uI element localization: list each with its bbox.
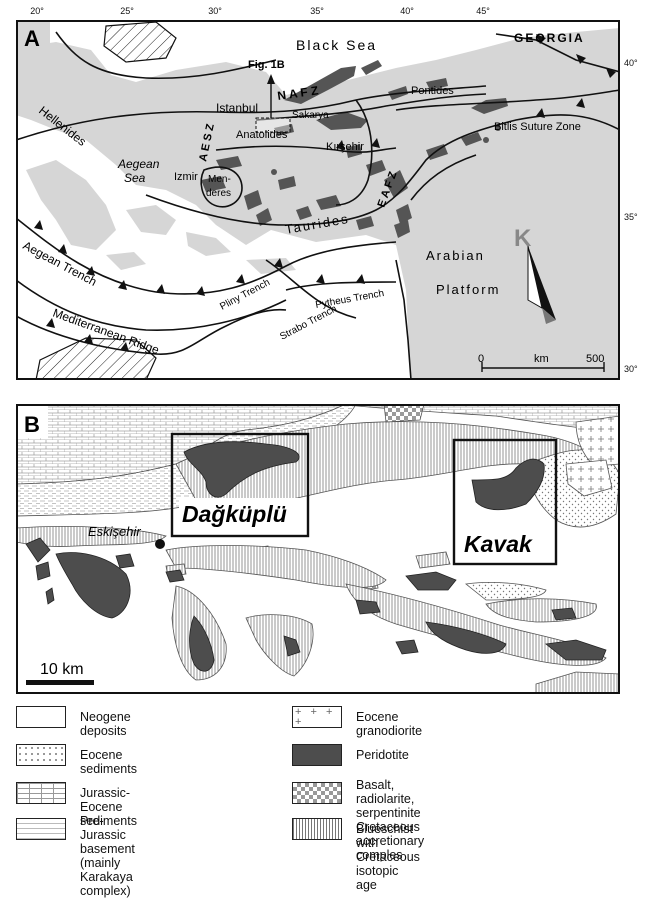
aegean-sea-label-2: Sea — [124, 171, 146, 185]
scale-km: km — [534, 353, 549, 365]
peridotite-swatch — [292, 744, 342, 766]
lat-tick: 40° — [624, 58, 638, 68]
panel-a-label-box — [18, 22, 50, 52]
legend-label: Blueschist with Cretaceous isotopic age — [356, 822, 420, 892]
lon-tick: 20° — [30, 6, 44, 16]
nafz-label: N A F Z — [276, 83, 319, 103]
north-arrow-icon — [527, 245, 556, 324]
peridotite-bodies — [25, 441, 607, 672]
legend-label-2: (mainly Karakaya complex) — [80, 856, 133, 898]
island — [186, 232, 231, 256]
legend-label: Eocene sediments — [80, 748, 137, 776]
istanbul-label: Istanbul — [216, 101, 258, 115]
suture-north — [55, 31, 277, 80]
kavak-study-box — [452, 438, 558, 566]
dagkuplu-study-box — [170, 432, 310, 538]
izmir-label: Izmir — [174, 171, 198, 183]
pontides-label: Pontides — [411, 85, 454, 97]
legend-label: Peridotite — [356, 748, 409, 762]
eskisehir-label: Eskişehir — [88, 524, 141, 539]
platform-label: Platform — [436, 282, 500, 297]
legend-label: Basalt, radiolarite, serpentinite — [356, 778, 421, 820]
dagkuplu-label-bg — [179, 498, 301, 528]
scale-zero: 0 — [478, 353, 484, 365]
eocene-sediments-swatch — [16, 744, 66, 766]
legend-label: Eocene granodiorite — [356, 710, 423, 738]
granodiorite-swatch: + + + ++ + + + — [292, 706, 342, 728]
lon-tick: 30° — [208, 6, 222, 16]
lat-tick: 30° — [624, 364, 638, 374]
kavak-label: Kavak — [464, 531, 533, 557]
menderes-label: Men- — [208, 174, 231, 185]
scale-500: 500 — [586, 353, 604, 365]
legend-label: Jurassic-Eocene sediments — [80, 786, 137, 828]
jurassic-swatch — [16, 782, 66, 804]
aegean-trench-line — [16, 217, 397, 295]
black-sea-label: Black Sea — [296, 37, 377, 53]
sakarya-label: Sakarya — [292, 110, 329, 121]
fig1b-label: Fig. 1B — [248, 59, 285, 71]
pontide-front — [395, 89, 620, 111]
lon-tick: 45° — [476, 6, 490, 16]
accretionary-north — [383, 404, 425, 423]
kirsehir-boundary — [335, 99, 373, 206]
scale-bar-a — [481, 362, 605, 372]
menderes-label-2: deres — [206, 188, 231, 199]
neogene-swatch — [16, 706, 66, 728]
bitlis-label: Bitlis Suture Zone — [494, 121, 581, 133]
legend-label: Pre-Jurassic basement — [80, 814, 135, 856]
prejurassic-swatch — [16, 818, 66, 840]
nafz — [255, 93, 487, 121]
island — [246, 258, 296, 274]
greater-caucasus — [495, 33, 620, 73]
legend-label: Neogene deposits — [80, 710, 131, 738]
trench-teeth — [34, 34, 616, 352]
suture-main — [16, 85, 487, 141]
lat-tick: 35° — [624, 212, 638, 222]
granodiorite-north — [575, 415, 620, 467]
geologic-map-b: Dağküplü Kavak Eskişehir B 10 km — [16, 404, 620, 694]
island — [126, 205, 176, 235]
dead-sea-fault — [395, 259, 412, 380]
trenches — [16, 217, 397, 355]
panel-b-label: B — [24, 412, 40, 437]
fig1b-box — [255, 117, 291, 133]
north-k-label: K — [514, 225, 532, 252]
arabian-label: Arabian — [426, 248, 485, 263]
kirsehir-label: Kırşehir — [326, 141, 364, 153]
map-b-frame — [16, 404, 620, 694]
aegean-sea-label: Aegean — [117, 157, 160, 171]
eafz — [410, 154, 477, 201]
pytheus-trench-line — [285, 281, 397, 291]
map-a-frame — [16, 20, 620, 380]
greece-land — [26, 160, 116, 250]
lon-tick: 35° — [310, 6, 324, 16]
med-ridge-line — [16, 308, 287, 355]
tectonic-map-a: A Black Sea GEORGIA Fig. 1B Pontides Ist… — [16, 20, 620, 380]
menderes-massif — [200, 166, 243, 208]
dagkuplu-label: Dağküplü — [182, 501, 287, 527]
kavak-label-bg — [460, 526, 552, 556]
black-sea — [166, 20, 496, 82]
anatolide-boundary — [215, 145, 397, 153]
eocene-sediments-south — [465, 581, 547, 601]
ophiolite-belts — [201, 60, 508, 238]
eskisehir-city-icon — [155, 539, 165, 549]
tauride-suture — [145, 114, 620, 226]
anatolides-label: Anatolides — [236, 129, 288, 141]
granodiorite-east — [565, 459, 613, 497]
lon-tick: 40° — [400, 6, 414, 16]
island — [106, 252, 146, 270]
basalt-swatch — [292, 782, 342, 804]
panel-b-label-box — [18, 406, 48, 438]
scale-bar-b — [26, 680, 94, 685]
fig1b-arrow-head — [267, 74, 275, 84]
blueschist-swatch — [292, 818, 342, 840]
strabo-trench-line — [265, 259, 357, 319]
panel-a-label: A — [24, 26, 40, 51]
structural-lines — [16, 31, 620, 380]
georgia-label: GEORGIA — [514, 31, 585, 45]
lon-tick: 25° — [120, 6, 134, 16]
scale-b-label: 10 km — [40, 661, 84, 678]
